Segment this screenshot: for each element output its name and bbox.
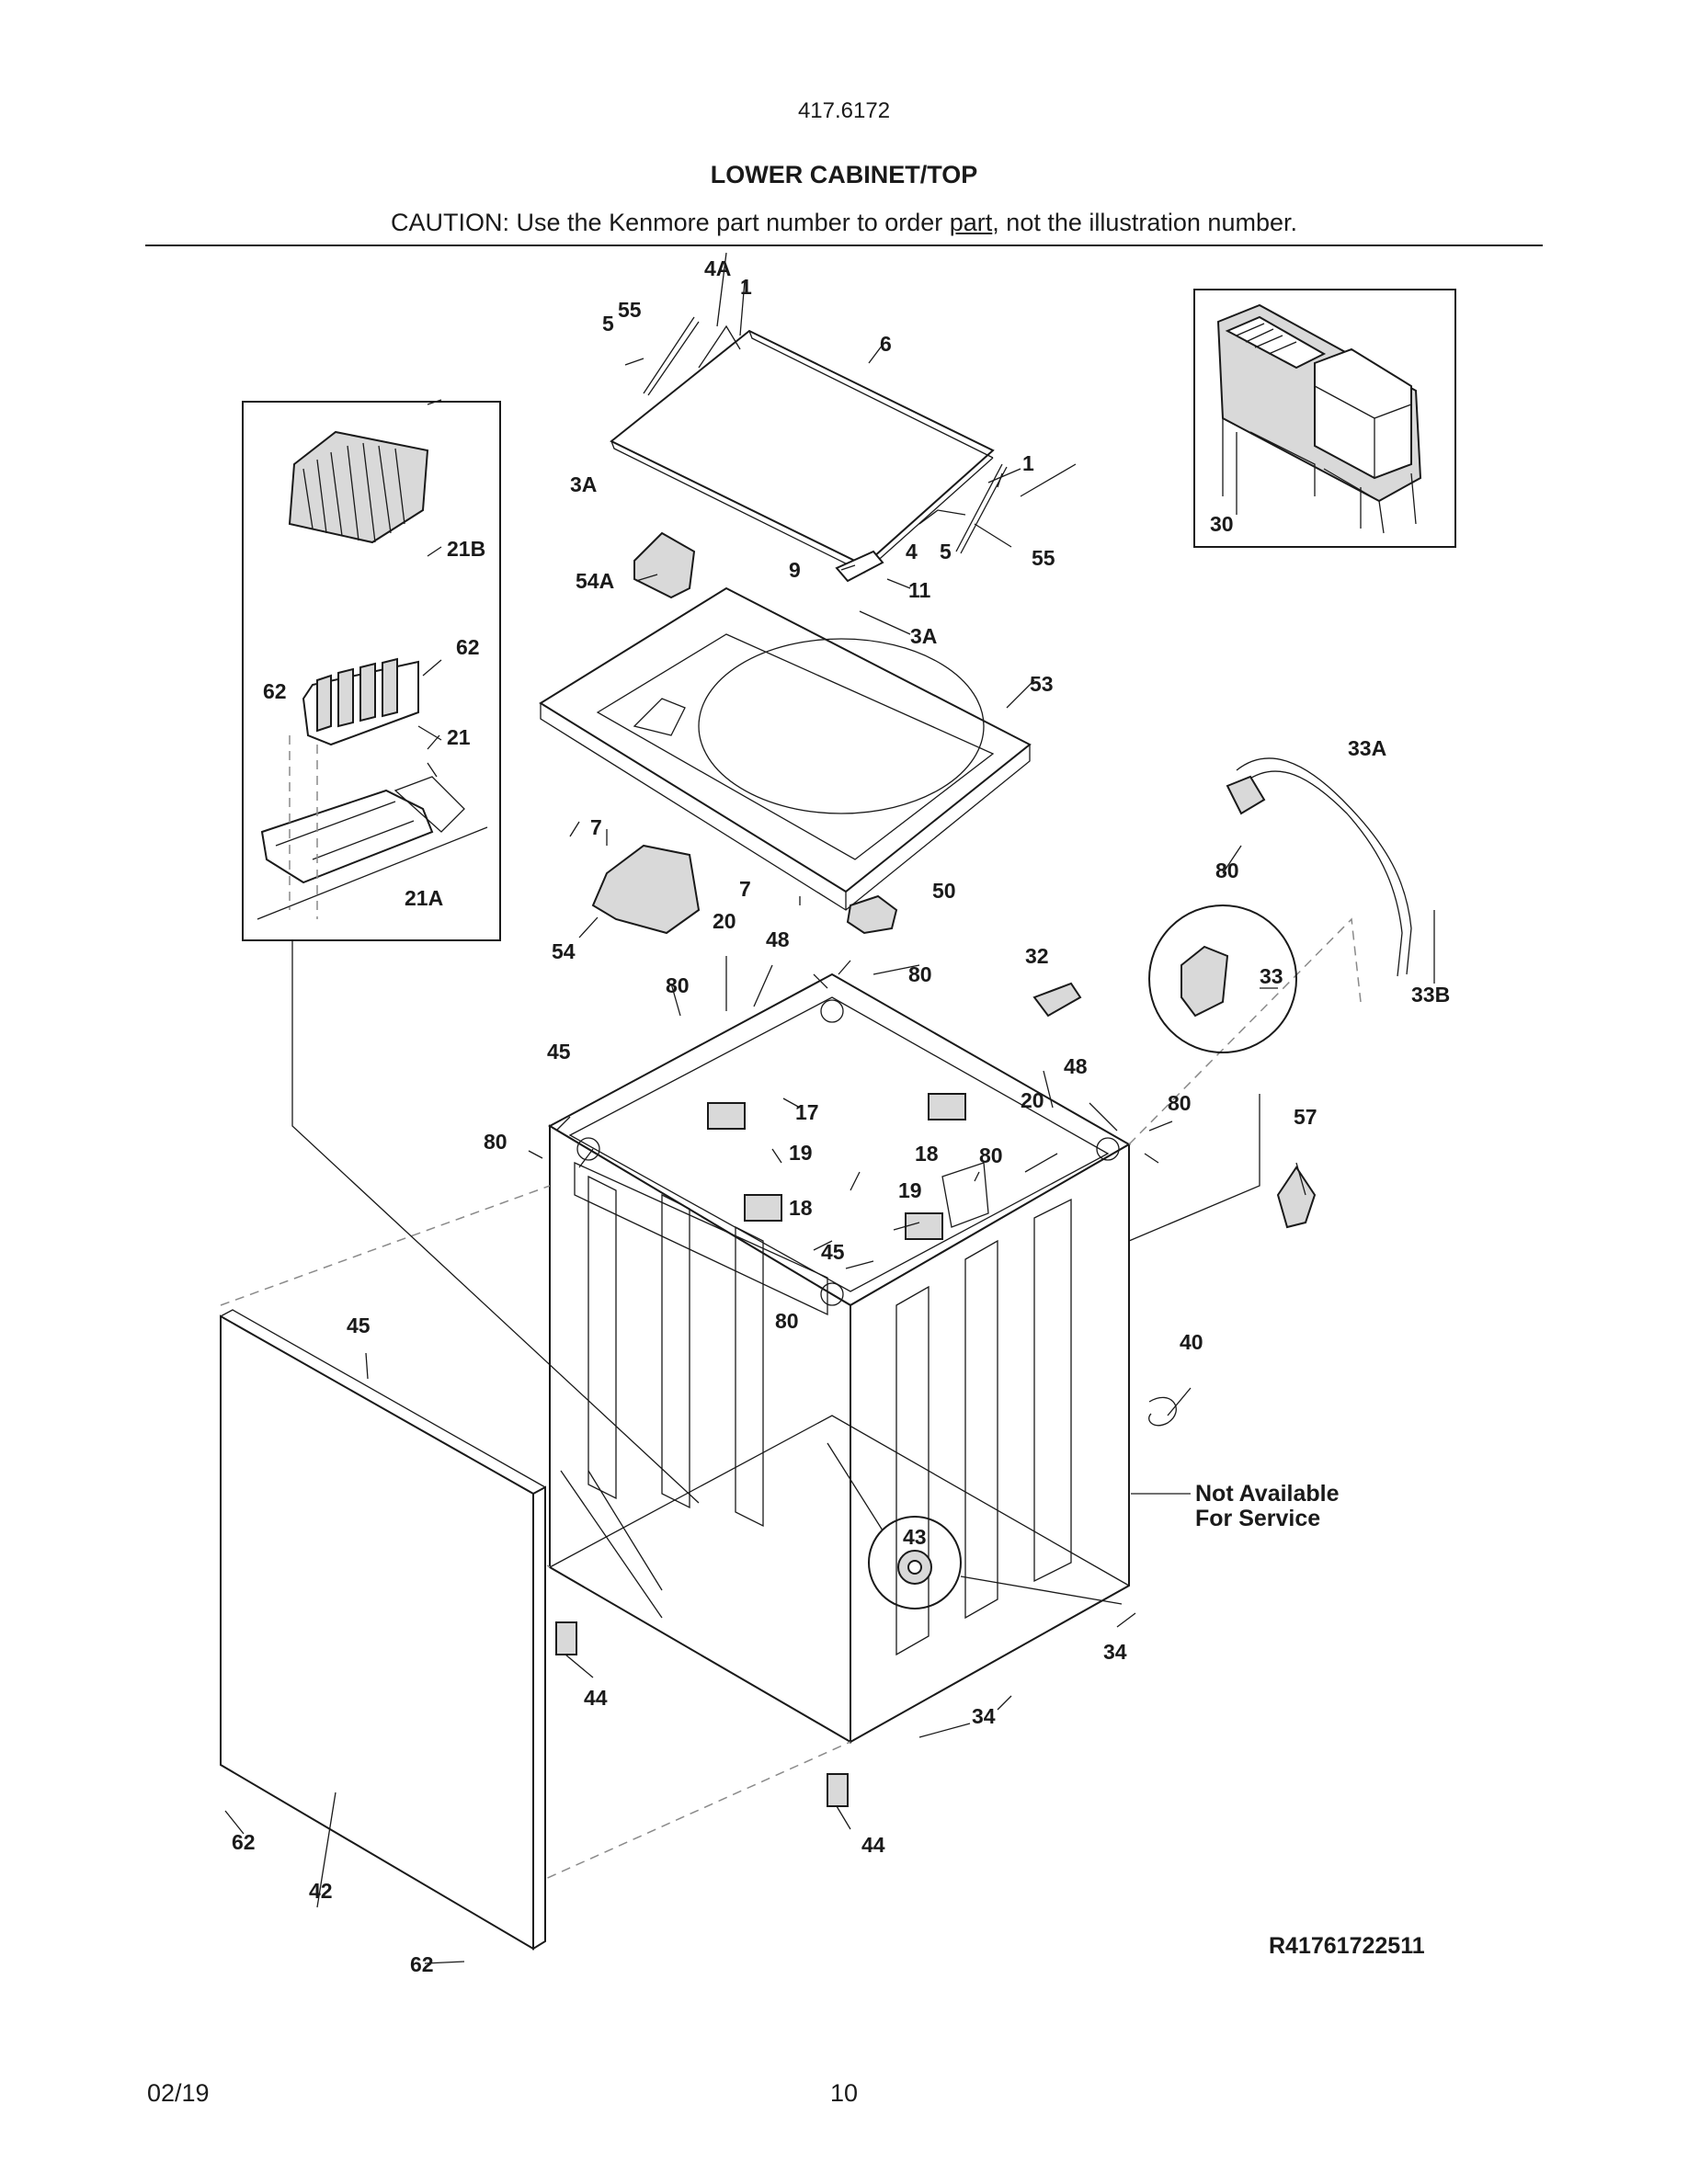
callout-label: 48 [766,927,790,951]
caution-suffix: , not the illustration number. [992,209,1297,236]
callout-label: 62 [232,1830,256,1854]
callout-label: 21B [447,537,485,561]
callout-label: 45 [821,1240,845,1264]
callout-label: 62 [263,679,287,703]
callout-label: 42 [309,1879,333,1903]
lid [610,329,995,574]
callout-label: 3A [570,472,597,496]
spring-55-left [643,316,700,396]
drain-pump-circle [1148,904,1297,1053]
caution-prefix: CAUTION: Use the Kenmore part number to … [391,209,950,236]
callout-label: 30 [1210,512,1234,536]
callout-label: 48 [1064,1054,1088,1078]
drain-hose [1236,757,1412,977]
callout-label: 18 [915,1142,939,1166]
cabinet [547,973,1132,1744]
inset-leader [291,940,700,1504]
page-title: LOWER CABINET/TOP [710,161,978,188]
callout-label: 19 [898,1178,922,1202]
callout-label: 55 [618,298,642,322]
callout-label: 80 [775,1309,799,1333]
callout-label: 43 [903,1525,927,1549]
callout-label: 4 [906,540,918,563]
callout-label: 80 [1215,859,1239,882]
reference-code: R41761722511 [1269,1933,1425,1959]
callout-label: 34 [1103,1640,1127,1664]
foot-44-left [555,1621,577,1655]
hose-clamp [1226,775,1266,815]
foot-44-right [827,1773,849,1807]
caution-link: part [949,209,993,236]
callout-label: 21 [447,725,471,749]
callout-label: 34 [972,1704,996,1728]
callout-label: 6 [880,332,892,356]
clip-40 [1148,1396,1177,1427]
switch-50 [846,894,898,935]
callout-label: 44 [861,1833,885,1857]
callout-label: 80 [484,1130,508,1154]
callout-label: 5 [602,312,614,336]
page-number: 10 [829,2079,859,2107]
callout-label: 1 [1022,451,1034,475]
callout-label: 20 [713,909,736,933]
top-panel [539,586,1032,911]
callout-label: 45 [347,1314,371,1337]
callout-label: 53 [1030,672,1054,696]
front-panel [220,1309,546,1951]
callout-label: 4A [704,256,731,280]
callout-label: 18 [789,1196,813,1220]
callout-label: 32 [1025,944,1049,968]
lid-lock-54 [591,844,701,935]
callout-label: 54A [576,569,614,593]
callout-label: 7 [739,877,751,901]
callout-label: 7 [590,815,602,839]
callout-label: 57 [1294,1105,1317,1129]
callout-label: 40 [1180,1330,1203,1354]
callout-label: 17 [795,1100,819,1124]
bracket-57 [1276,1166,1317,1229]
hinge-9 [835,550,884,583]
hinge-54a [633,531,696,599]
model-number: 417.6172 [797,98,891,123]
callout-label: 21A [405,886,443,910]
callout-leaders [224,252,1435,1964]
callout-label: 55 [1032,546,1055,570]
header-rule [145,245,1543,246]
callout-label: 62 [410,1952,434,1976]
callout-label: 5 [940,540,952,563]
callout-label: 80 [666,973,690,997]
rod-4a [698,324,966,525]
callout-label: 33B [1411,983,1450,1007]
caution-text: CAUTION: Use the Kenmore part number to … [0,209,1688,237]
not-available-line1: Not Available [1195,1481,1340,1507]
control-inset [1193,289,1456,548]
callout-label: 80 [908,962,932,986]
callout-label: 11 [908,578,931,602]
callout-label: 62 [456,635,480,659]
callout-label: 33 [1260,964,1283,988]
callout-label: 20 [1021,1088,1044,1112]
callout-label: 44 [584,1686,608,1710]
callout-label: 45 [547,1040,571,1064]
callout-label: 80 [1168,1091,1192,1115]
callout-label: 19 [789,1141,813,1165]
bearing-circle [868,1516,962,1610]
callout-label: 1 [740,275,752,299]
callout-label: 9 [789,558,801,582]
footer-date: 02/19 [147,2079,210,2107]
callout-label: 3A [910,624,937,648]
callout-label: 54 [552,939,576,963]
bracket-32 [1032,982,1082,1018]
not-available-line2: For Service [1195,1506,1320,1531]
callout-label: 50 [932,879,956,903]
callout-labels: 4A 1 55 5 6 3A 1 4 5 55 9 11 3A 54A 53 2… [232,256,1450,1976]
board-inset [242,401,501,941]
callout-label: 80 [979,1143,1003,1167]
callout-label: 33A [1348,736,1386,760]
